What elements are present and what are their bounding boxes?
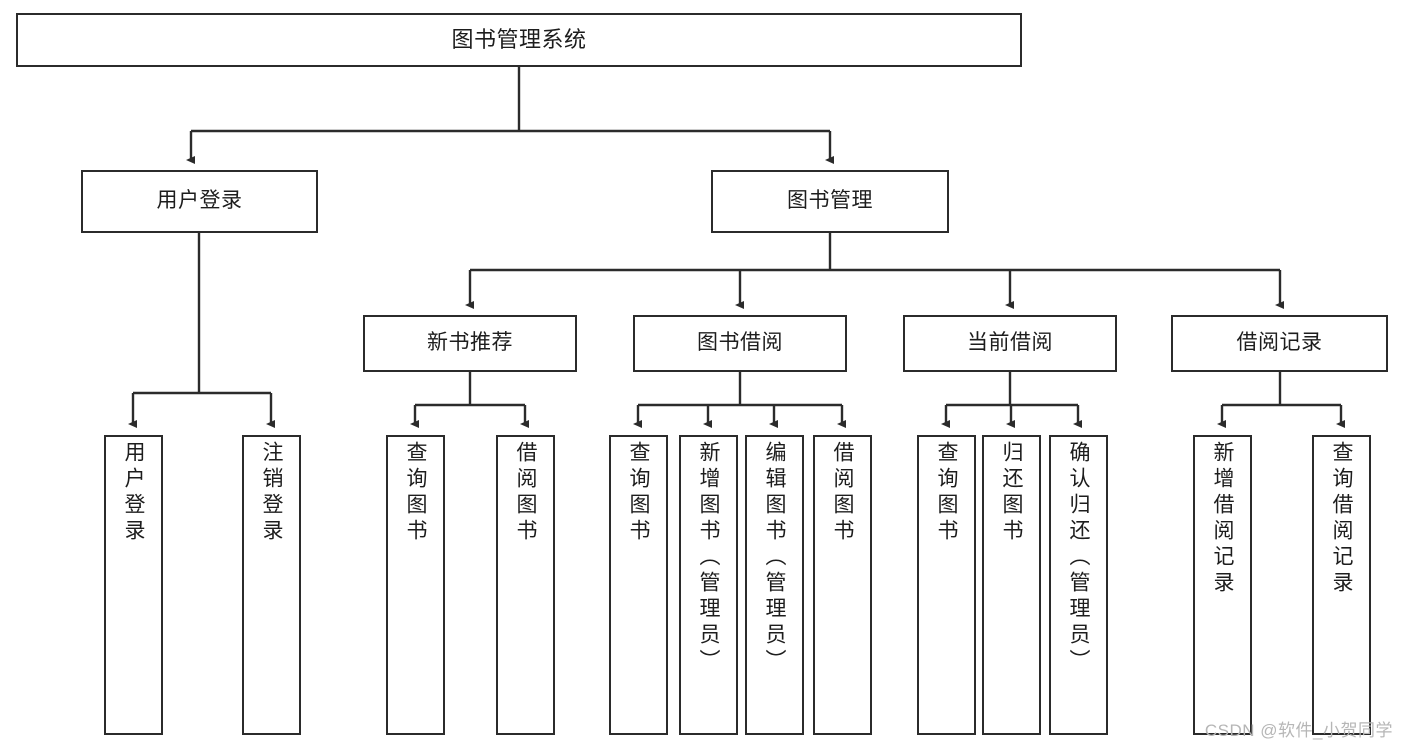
leaf-return-book[interactable]: 归还图书	[982, 435, 1041, 735]
node-label: 查询图书	[404, 441, 427, 545]
node-label: 查询借阅记录	[1330, 441, 1353, 597]
node-label: 注销登录	[260, 441, 283, 545]
node-label: 用户登录	[122, 441, 145, 545]
node-label: 新增借阅记录	[1211, 441, 1234, 597]
node-new-book-recommend[interactable]: 新书推荐	[363, 315, 577, 372]
node-label: 用户登录	[156, 189, 243, 213]
node-label: 借阅图书	[514, 441, 537, 545]
node-current-borrow[interactable]: 当前借阅	[903, 315, 1117, 372]
leaf-query-borrow-record[interactable]: 查询借阅记录	[1312, 435, 1371, 735]
node-book-borrow[interactable]: 图书借阅	[633, 315, 847, 372]
leaf-query-book-current[interactable]: 查询图书	[917, 435, 976, 735]
node-root-system[interactable]: 图书管理系统	[16, 13, 1022, 67]
leaf-confirm-return-admin[interactable]: 确认归还（管理员）	[1049, 435, 1108, 735]
leaf-user-login[interactable]: 用户登录	[104, 435, 163, 735]
node-label: 借阅图书	[831, 441, 854, 545]
leaf-logout-login[interactable]: 注销登录	[242, 435, 301, 735]
node-user-login[interactable]: 用户登录	[81, 170, 318, 233]
leaf-query-book-borrow[interactable]: 查询图书	[609, 435, 668, 735]
node-label: 借阅记录	[1236, 331, 1323, 355]
leaf-borrow-book-borrow[interactable]: 借阅图书	[813, 435, 872, 735]
node-label: 当前借阅	[967, 331, 1053, 355]
node-label: 归还图书	[1000, 441, 1023, 545]
node-label: 图书管理系统	[451, 27, 587, 53]
node-label: 新书推荐	[427, 331, 513, 355]
watermark-text: CSDN @软件_小贺同学	[1204, 721, 1393, 740]
node-label: 图书借阅	[697, 331, 783, 355]
node-book-management[interactable]: 图书管理	[711, 170, 949, 233]
leaf-borrow-book-recommend[interactable]: 借阅图书	[496, 435, 555, 735]
leaf-query-book-recommend[interactable]: 查询图书	[386, 435, 445, 735]
leaf-add-book-admin[interactable]: 新增图书（管理员）	[679, 435, 738, 735]
node-borrow-record[interactable]: 借阅记录	[1171, 315, 1388, 372]
node-label: 查询图书	[935, 441, 958, 545]
node-label: 编辑图书（管理员）	[763, 441, 786, 675]
node-label: 查询图书	[627, 441, 650, 545]
node-label: 新增图书（管理员）	[697, 441, 720, 675]
leaf-edit-book-admin[interactable]: 编辑图书（管理员）	[745, 435, 804, 735]
leaf-add-borrow-record[interactable]: 新增借阅记录	[1193, 435, 1252, 735]
node-label: 图书管理	[787, 189, 873, 213]
node-label: 确认归还（管理员）	[1067, 441, 1090, 675]
